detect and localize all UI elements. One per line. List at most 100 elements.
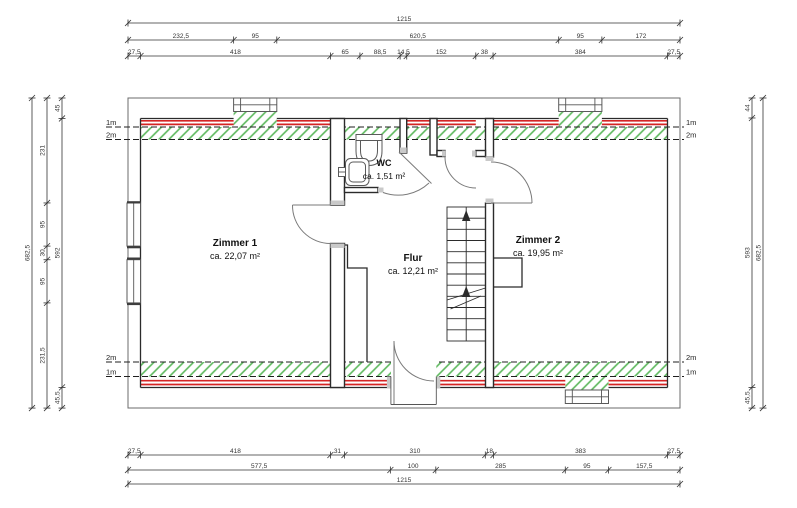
height-mark-labels: 1m 2m 1m 2m 2m 1m 2m 1m: [106, 118, 696, 377]
dim-label: 95: [577, 33, 585, 40]
dim-label: 577,5: [251, 463, 268, 470]
flur-door-swing-arc: [444, 156, 477, 189]
dim-label: 418: [230, 49, 241, 56]
dim-label: 31: [334, 448, 342, 455]
dim-label: 95: [40, 221, 47, 229]
zimmer2-door-swing-arc: [490, 161, 533, 204]
dim-label: 38: [481, 49, 489, 56]
room-area-flur: ca. 12,21 m²: [388, 266, 438, 276]
stair-break-line-1: [446, 287, 486, 301]
room-label-zimmer2: Zimmer 2: [516, 235, 561, 246]
roof-outline: [127, 97, 681, 409]
height-mark-top_left-2m: 2m: [106, 131, 116, 140]
height-mark-bottom_left-1m: 1m: [106, 368, 116, 377]
dim-label: 172: [635, 33, 646, 40]
room-area-zimmer2: ca. 19,95 m²: [513, 248, 563, 258]
dim-label: 30: [40, 249, 47, 257]
height-mark-bottom_right-1m: 1m: [686, 368, 696, 377]
sink: [338, 158, 370, 186]
exterior-door-swing-arc: [393, 340, 435, 382]
wall-flur-zimmer2-upper: [484, 117, 495, 158]
door-jambs: [330, 147, 494, 388]
dim-label: 95: [40, 277, 47, 285]
stair-up-arrow-top: [462, 210, 471, 221]
dim-col-right-0: 44 593 45,5: [745, 94, 756, 412]
wall-landing-top-right: [475, 149, 487, 158]
dim-label: 620,5: [410, 33, 427, 40]
height-mark-bottom_right-2m: 2m: [686, 353, 696, 362]
dim-label: 95: [583, 463, 591, 470]
dim-label: 27,5: [667, 448, 680, 455]
height-mark-bottom_left-2m: 2m: [106, 353, 116, 362]
height-lines: [106, 126, 684, 377]
interior-walls: [329, 117, 523, 389]
room-label-flur: Flur: [404, 253, 423, 264]
dim-label: 45,5: [745, 391, 752, 404]
dim-label: 285: [495, 463, 506, 470]
zimmer1-door-swing-arc: [291, 204, 331, 244]
dim-col-right-1: 682,5: [756, 94, 767, 412]
dim-label: 27,5: [667, 49, 680, 56]
dim-label: 14,5: [397, 49, 410, 56]
height-mark-top_right-1m: 1m: [686, 118, 696, 127]
height-mark-top_left-1m: 1m: [106, 118, 116, 127]
dim-label: 88,5: [374, 49, 387, 56]
dim-label: 152: [436, 49, 447, 56]
dim-label: 682,5: [756, 245, 763, 262]
dim-label: 45,5: [55, 391, 62, 404]
dim-label: 45: [55, 104, 62, 112]
dim-label: 18: [486, 448, 494, 455]
dim-col-left-2: 45 592 45,5: [55, 94, 66, 412]
dim-label: 592: [55, 247, 62, 258]
window-bottom: [564, 389, 609, 404]
dim-row-top-0: 1215: [124, 16, 684, 27]
dim-label: 100: [408, 463, 419, 470]
wall-flur-zimmer2-lower: [484, 202, 495, 389]
wall-wc-bottom: [343, 186, 379, 194]
window-left-1: [126, 201, 141, 249]
dim-label: 383: [575, 448, 586, 455]
wc-door-swing-arc: [382, 182, 430, 196]
dim-label: 231: [40, 145, 47, 156]
dim-row-bottom-2: 1215: [124, 477, 684, 488]
dim-label: 27,5: [128, 49, 141, 56]
room-label-wc: WC: [377, 158, 392, 168]
room-area-wc: ca. 1,51 m²: [363, 171, 406, 181]
doors: [291, 151, 533, 244]
exterior-door: [390, 340, 437, 405]
dim-label: 44: [745, 104, 752, 112]
dim-label: 593: [745, 247, 752, 258]
top-wall-band: [140, 111, 668, 140]
chimney-zimmer2: [493, 257, 523, 288]
window-left-2: [126, 257, 141, 306]
dim-label: 27,5: [128, 448, 141, 455]
dim-col-left-0: 682,5: [25, 94, 36, 412]
wc-fixtures: [338, 134, 383, 186]
dim-label: 1215: [397, 16, 412, 23]
dim-label: 418: [230, 448, 241, 455]
dim-label: 384: [575, 49, 586, 56]
room-label-zimmer1: Zimmer 1: [213, 238, 258, 249]
height-mark-top_right-2m: 2m: [686, 131, 696, 140]
wc-door-leaf: [398, 151, 432, 184]
dim-label: 95: [252, 33, 260, 40]
dim-label: 65: [342, 49, 350, 56]
interior-wall-edges: [139, 117, 669, 389]
dim-label: 1215: [397, 477, 412, 484]
dim-label: 682,5: [25, 245, 32, 262]
windows: [126, 97, 609, 404]
dim-label: 310: [409, 448, 420, 455]
wall-zimmer1-flur-lower: [329, 242, 346, 389]
room-area-zimmer1: ca. 22,07 m²: [210, 251, 260, 261]
dim-row-top-2: 27,5 418 65 88,5 14,5 152 38 384 27,5: [124, 49, 684, 60]
wall-zimmer1-flur-upper: [329, 117, 346, 206]
toilet: [355, 134, 383, 167]
room-labels: Zimmer 1 ca. 22,07 m² Flur ca. 12,21 m² …: [210, 158, 563, 276]
wall-landing-stub: [429, 117, 438, 156]
